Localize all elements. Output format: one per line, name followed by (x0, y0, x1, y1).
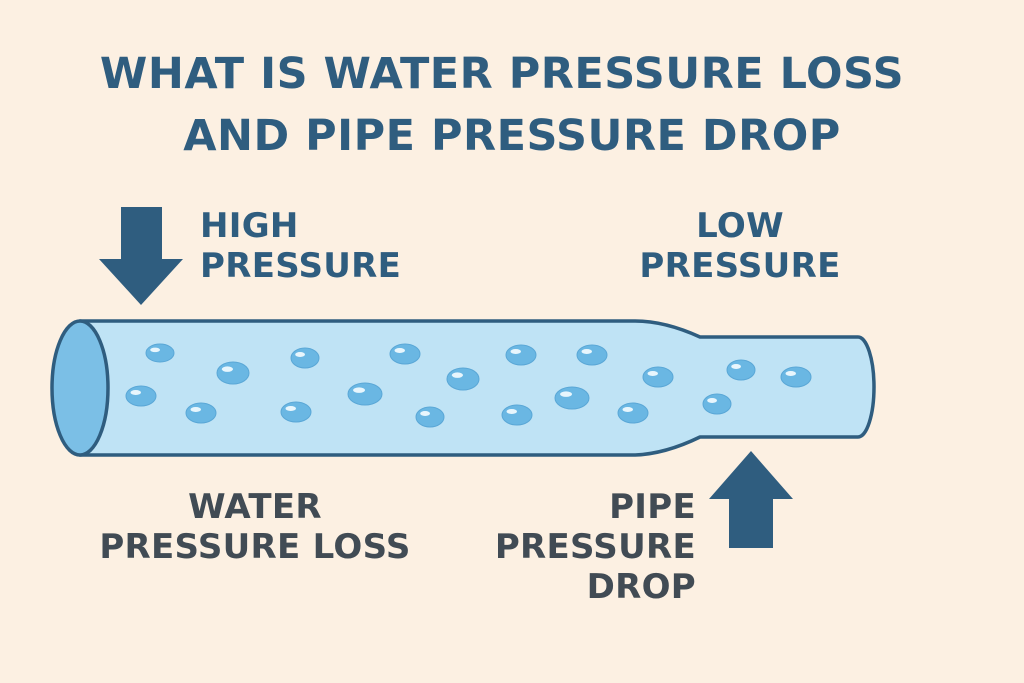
pipe-pressure-drop-label-line: DROP (586, 567, 696, 608)
water-droplet-highlight (510, 349, 521, 354)
arrow-down-icon (99, 207, 183, 305)
water-droplets (125, 343, 812, 428)
pipe-pressure-drop-label-line: PRESSURE (494, 527, 696, 568)
water-droplet-icon (642, 366, 674, 388)
low-pressure-label-line: PRESSURE (639, 246, 841, 287)
water-droplet-highlight (295, 352, 305, 357)
water-droplet-icon (145, 343, 175, 363)
page-title-line-2: AND PIPE PRESSURE DROP (183, 111, 841, 161)
water-droplet-highlight (731, 364, 741, 369)
water-droplet-highlight (506, 409, 517, 414)
water-droplet-highlight (647, 371, 658, 376)
water-droplet-highlight (451, 372, 463, 378)
water-droplet-icon (780, 366, 812, 388)
high-pressure-label-line: HIGH (200, 206, 299, 246)
low-pressure-label-line: LOW (696, 206, 784, 246)
water-pressure-loss-label-line: PRESSURE LOSS (99, 527, 411, 568)
pipe-body (78, 319, 876, 457)
water-pressure-loss-label-line: WATER (188, 487, 322, 527)
water-droplet-icon (576, 344, 608, 366)
water-droplet-icon (446, 367, 480, 391)
low-pressure-label: LOW PRESSURE (620, 206, 860, 286)
water-droplet-highlight (285, 406, 296, 411)
water-droplet-icon (726, 359, 756, 381)
water-droplet-highlight (420, 411, 430, 416)
water-droplet-icon (290, 347, 320, 369)
water-droplet-icon (554, 386, 590, 410)
high-pressure-label-line: PRESSURE (200, 246, 402, 287)
water-droplet-highlight (353, 387, 365, 393)
water-droplet-icon (415, 406, 445, 428)
water-droplet-highlight (221, 366, 233, 372)
water-droplet-highlight (130, 390, 141, 395)
water-droplet-highlight (707, 398, 717, 403)
water-droplet-icon (125, 385, 157, 407)
water-droplet-icon (185, 402, 217, 424)
page-title-line-1: WHAT IS WATER PRESSURE LOSS (99, 49, 905, 99)
water-droplet-icon (702, 393, 732, 415)
water-droplet-highlight (581, 349, 592, 354)
water-pressure-loss-label: WATER PRESSURE LOSS (90, 487, 420, 567)
water-droplet-icon (505, 344, 537, 366)
arrow-up-icon (709, 451, 793, 548)
water-droplet-highlight (150, 347, 161, 353)
high-pressure-label: HIGH PRESSURE (200, 206, 401, 286)
water-droplet-icon (347, 382, 383, 406)
pipe-opening (50, 319, 110, 457)
water-droplet-highlight (394, 348, 405, 353)
water-droplet-icon (389, 343, 421, 365)
water-droplet-highlight (190, 407, 201, 412)
pipe-pressure-drop-label: PIPE PRESSURE DROP (480, 487, 696, 607)
pipe-pressure-drop-label-line: PIPE (609, 487, 696, 527)
water-droplet-highlight (560, 391, 572, 397)
water-droplet-icon (501, 404, 533, 426)
water-droplet-highlight (622, 407, 633, 412)
water-droplet-icon (617, 402, 649, 424)
water-droplet-icon (216, 361, 250, 385)
water-droplet-icon (280, 401, 312, 423)
water-droplet-highlight (785, 371, 796, 376)
